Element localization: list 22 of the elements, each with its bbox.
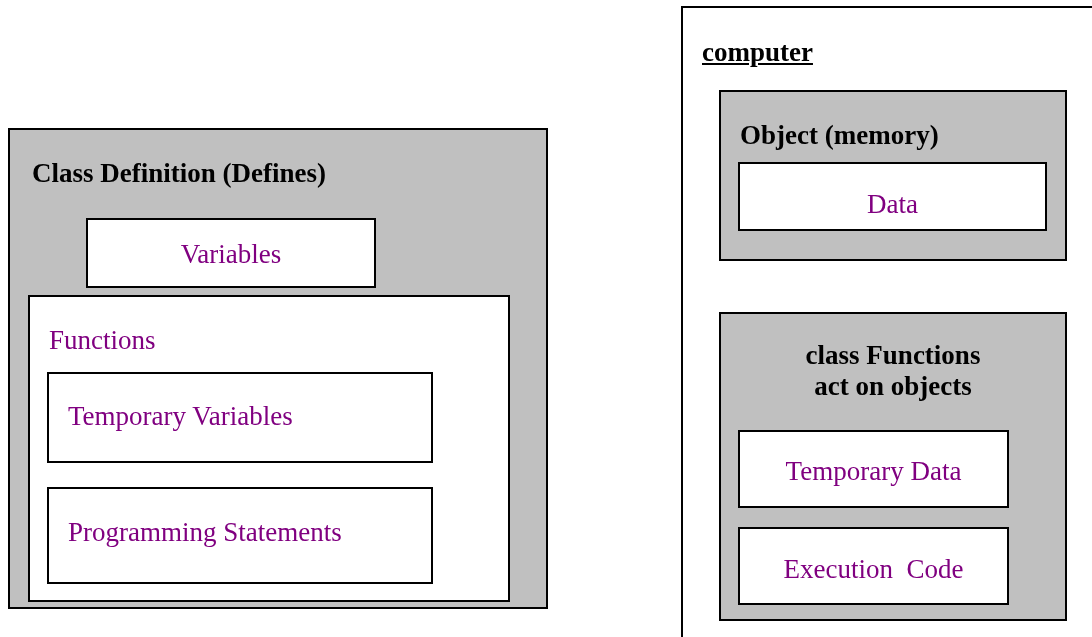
box-label: Variables: [180, 239, 282, 270]
box-label: Data: [867, 189, 918, 220]
class-definition-panel: [8, 128, 548, 609]
box-label: Execution Code: [783, 554, 964, 585]
data-box: [738, 162, 1047, 231]
panel-heading: Class Definition (Defines): [32, 158, 326, 189]
box-label: Programming Statements: [68, 517, 342, 548]
functions-box: [28, 295, 510, 602]
box-label: Temporary Variables: [68, 401, 293, 432]
variables-box: [86, 218, 376, 288]
programming-statements-box: [47, 487, 433, 584]
panel-heading: class Functions act on objects: [804, 340, 982, 402]
box-label: Functions: [49, 325, 156, 356]
box-label: Temporary Data: [785, 456, 962, 487]
class-functions-panel: [719, 312, 1067, 621]
temporary-variables-box: [47, 372, 433, 463]
computer-panel: [681, 6, 1092, 637]
panel-heading: computer: [702, 37, 813, 68]
execution-code-box: [738, 527, 1009, 605]
object-memory-panel: [719, 90, 1067, 261]
panel-heading: Object (memory): [740, 120, 939, 151]
temporary-data-box: [738, 430, 1009, 508]
